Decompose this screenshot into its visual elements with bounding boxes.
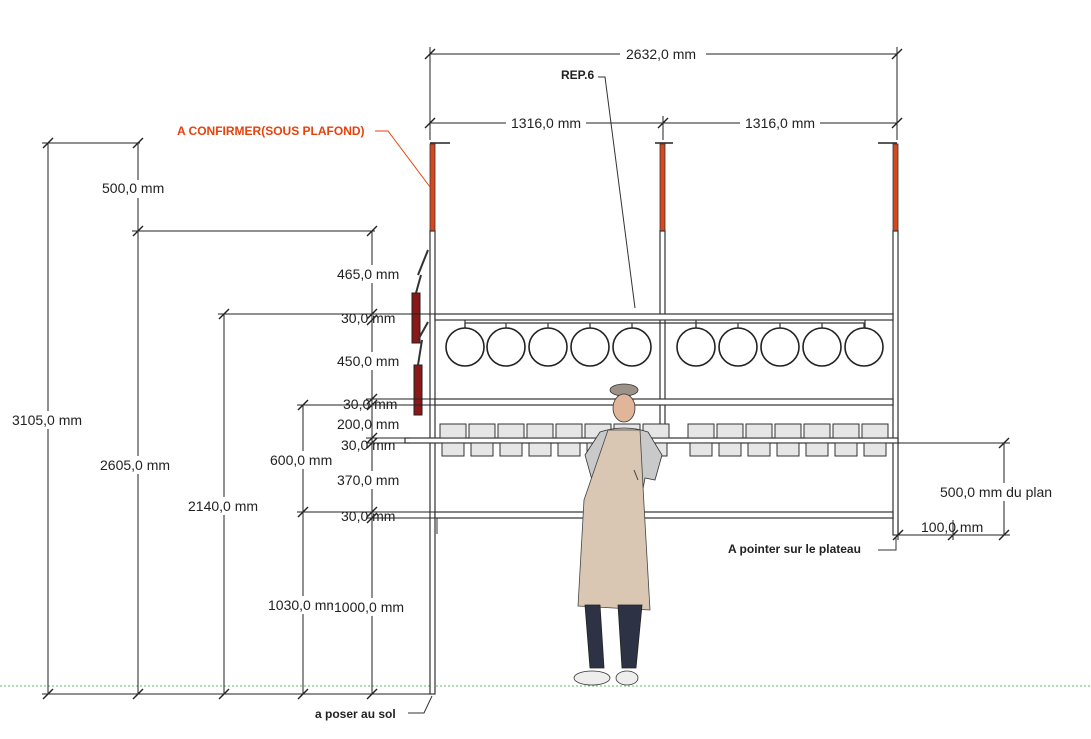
gastronorm-bin-icon	[774, 423, 802, 457]
gastronorm-bin-icon	[716, 423, 744, 457]
dim-600: 600,0 mm	[270, 452, 332, 468]
gastronorm-bin-icon	[497, 423, 525, 457]
pan-icon	[612, 323, 652, 367]
pan-icon	[718, 323, 758, 367]
pan-icon	[486, 323, 526, 367]
pan-icon	[802, 323, 842, 367]
gastronorm-bin-icon	[803, 423, 831, 457]
dim-2140: 2140,0 mm	[188, 498, 258, 514]
dim-total-width: 2632,0 mm	[626, 46, 696, 62]
post-right	[892, 230, 899, 536]
note-sol: a poser au sol	[315, 707, 396, 721]
dim-500-plan: 500,0 mm du plan	[940, 484, 1052, 500]
note-rep: REP.6	[561, 68, 594, 82]
gastronorm-bin-icon	[468, 423, 496, 457]
dim-half-right: 1316,0 mm	[745, 115, 815, 131]
gastronorm-bin-icon	[555, 423, 583, 457]
pan-icon	[570, 323, 610, 367]
post-left	[429, 230, 436, 695]
gastronorm-bin-icon	[832, 423, 860, 457]
gastronorm-bin-icon	[861, 423, 889, 457]
dim-1030: 1030,0 mm	[268, 597, 338, 613]
pan-icon	[844, 323, 884, 367]
note-confirm: A CONFIRMER(SOUS PLAFOND)	[177, 124, 365, 138]
rail-bottom	[434, 511, 894, 519]
post-red-mid	[659, 143, 666, 232]
dim-30-middle: 30,0 mm	[343, 396, 397, 412]
gastronorm-bin-icon	[687, 423, 715, 457]
pan-icon	[760, 323, 800, 367]
dim-100: 100,0 mm	[921, 519, 983, 535]
dim-30-bottom: 30,0 mm	[341, 508, 395, 524]
gastronorm-bin-icon	[745, 423, 773, 457]
dim-450: 450,0 mm	[337, 353, 399, 369]
pan-icon	[528, 323, 568, 367]
dim-200: 200,0 mm	[337, 416, 399, 432]
post-mid	[659, 230, 666, 442]
dim-370: 370,0 mm	[337, 472, 399, 488]
note-plateau: A pointer sur le plateau	[728, 542, 861, 556]
dim-500-ceiling: 500,0 mm	[102, 180, 164, 196]
dim-3105: 3105,0 mm	[12, 412, 82, 428]
rail-middle	[434, 398, 894, 406]
dimension-lines	[42, 47, 1010, 700]
dim-2605: 2605,0 mm	[100, 457, 170, 473]
gastronorm-bin-icon	[526, 423, 554, 457]
gastronorm-bin-icon	[439, 423, 467, 457]
dim-30-top: 30,0 mm	[341, 310, 395, 326]
leader-lines	[375, 76, 897, 714]
pan-icon	[676, 323, 716, 367]
dim-465: 465,0 mm	[337, 266, 399, 282]
rack-structure	[404, 142, 899, 695]
post-red-left	[429, 143, 436, 232]
pans-row	[445, 323, 884, 367]
dim-30-bins: 30,0 mm	[341, 437, 395, 453]
rail-top	[434, 313, 894, 321]
hanging-tools-icon	[411, 249, 429, 416]
bins-row	[439, 423, 889, 457]
post-red-right	[892, 143, 899, 232]
dim-half-left: 1316,0 mm	[511, 115, 581, 131]
person-figure-icon	[573, 383, 663, 686]
dim-1000: 1000,0 mm	[334, 599, 404, 615]
pan-icon	[445, 323, 485, 367]
